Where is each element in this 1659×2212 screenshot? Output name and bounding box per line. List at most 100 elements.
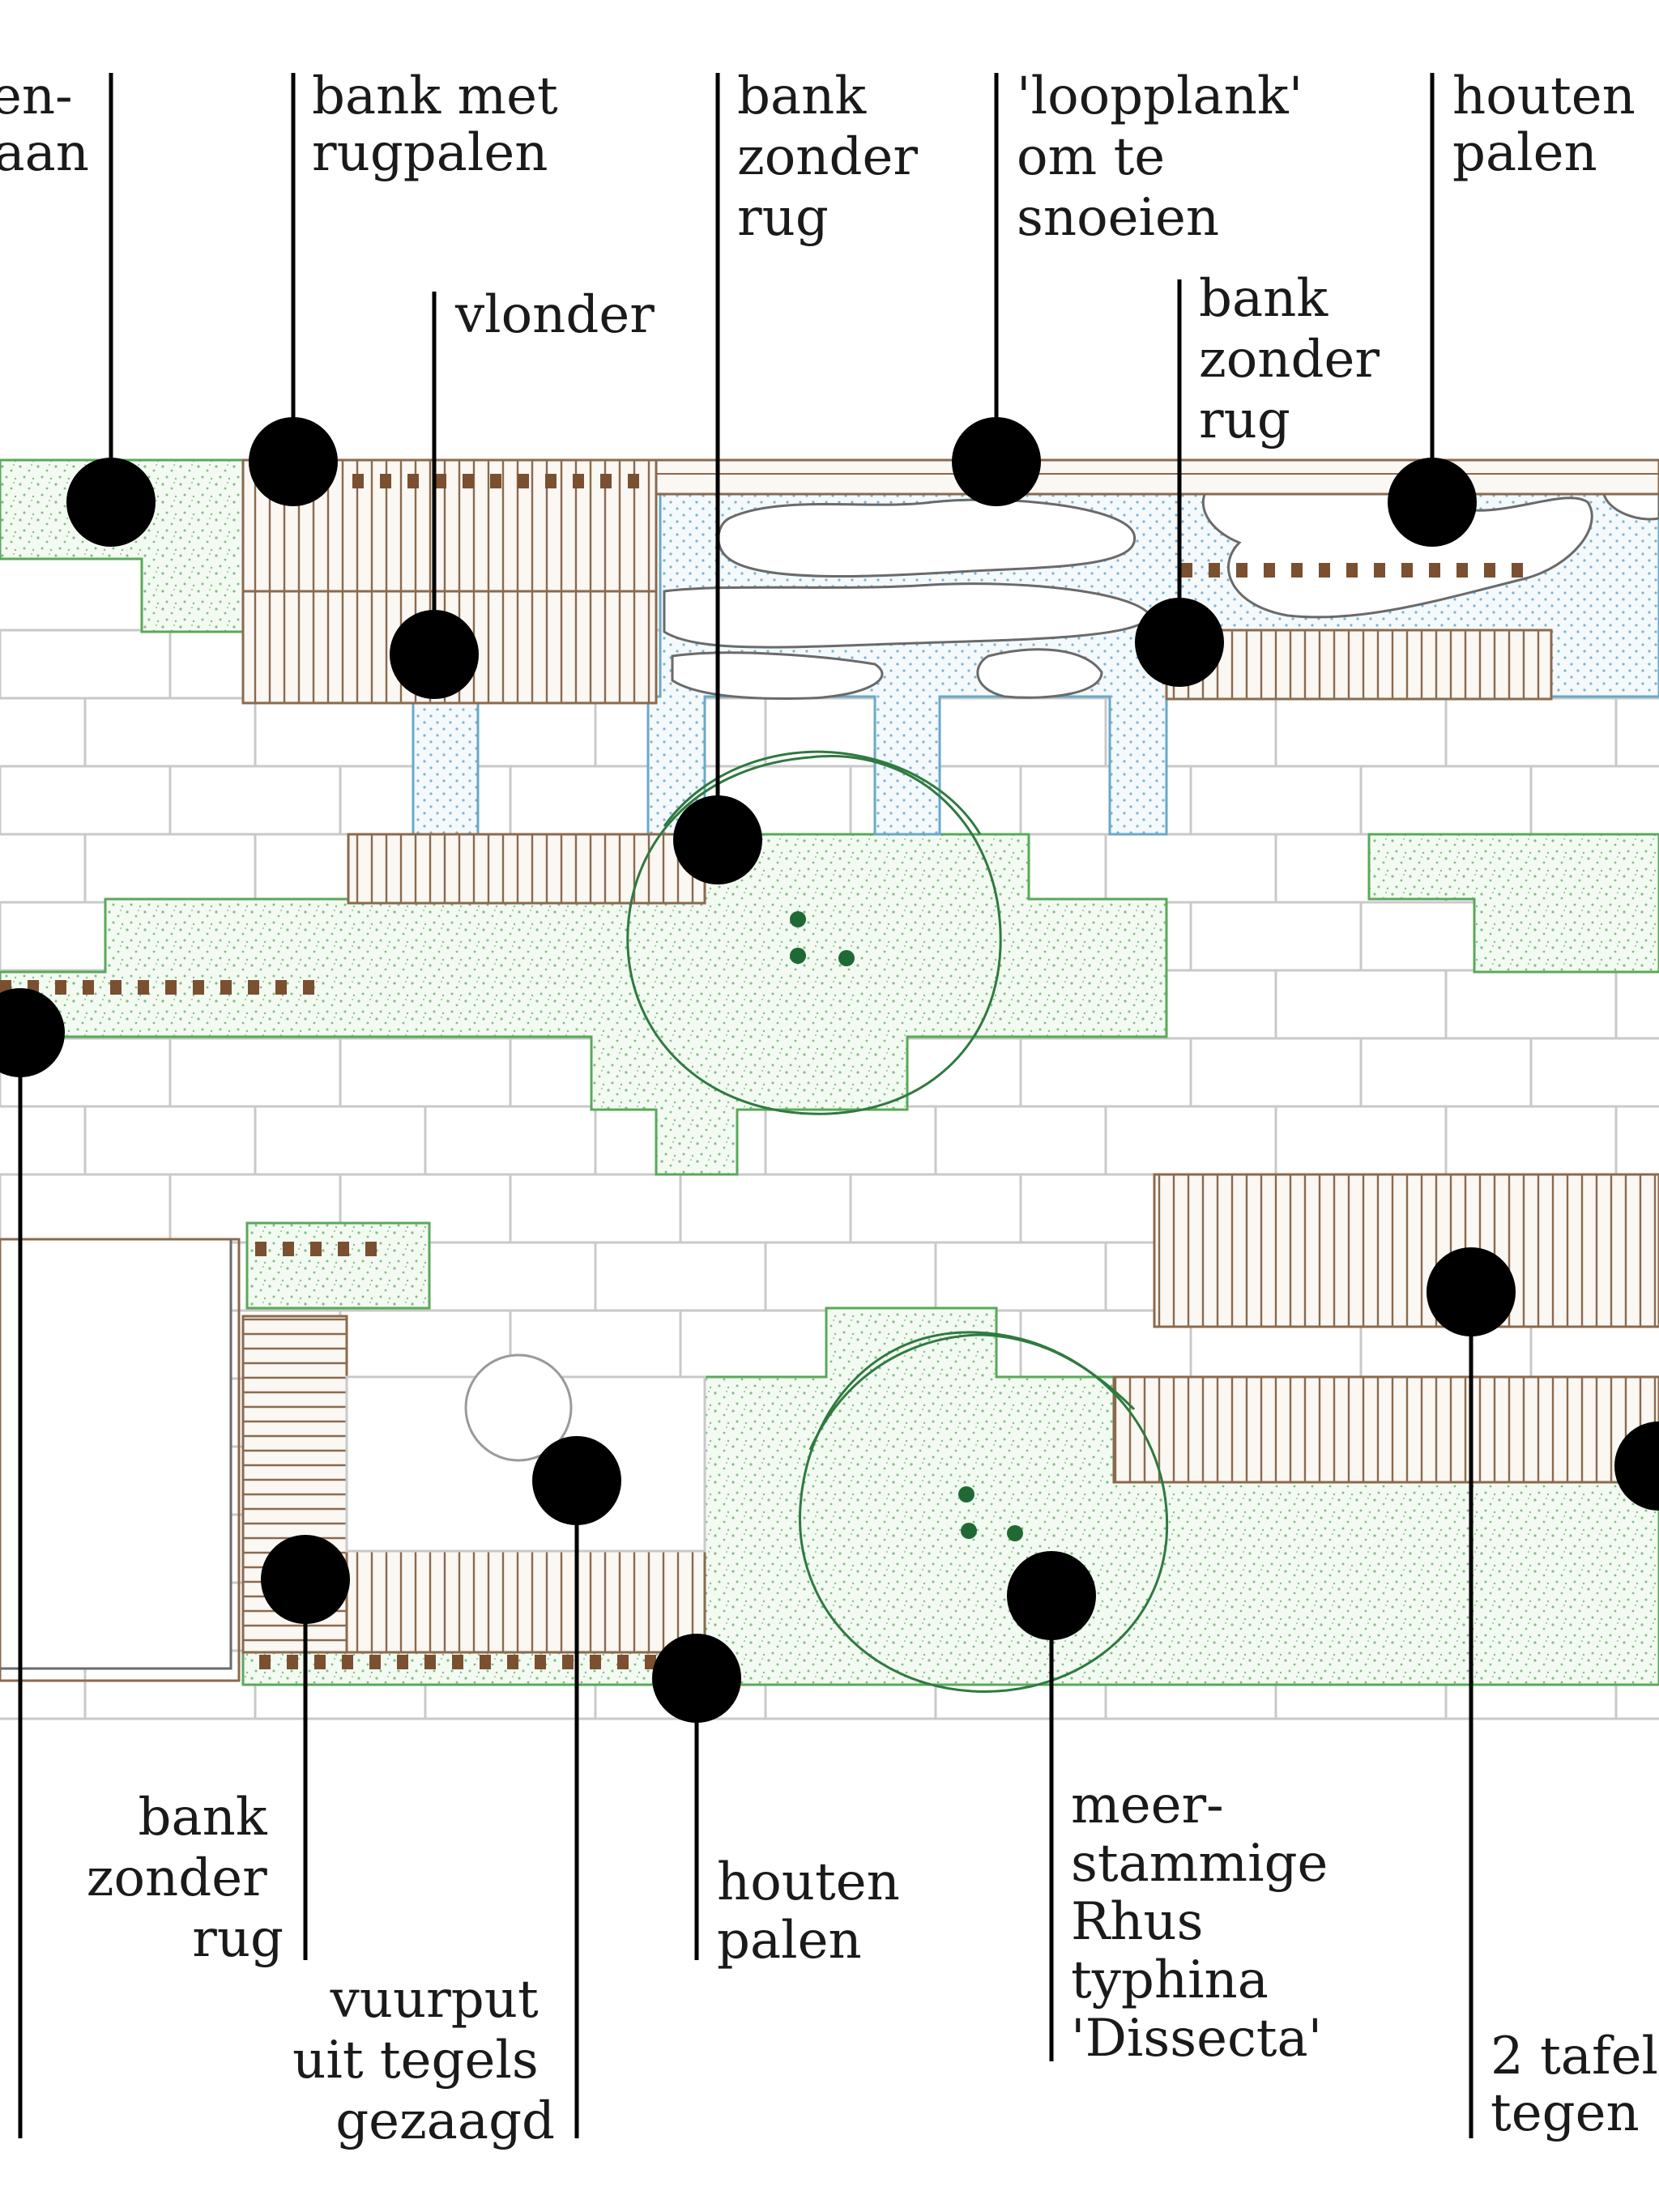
- callout-leaders: [0, 73, 1659, 2138]
- wooden-post: [1209, 563, 1220, 578]
- paving-tile: [934, 1105, 1107, 1176]
- callout-dot: [652, 1634, 741, 1723]
- paving-tile: [764, 1241, 937, 1312]
- paving-tile: [424, 1105, 597, 1176]
- wooden-post: [314, 1655, 326, 1669]
- wooden-post: [1456, 563, 1468, 578]
- paving-tile: [509, 1173, 682, 1244]
- wooden-post: [259, 1655, 271, 1669]
- wooden-post: [275, 980, 287, 995]
- paving-tile: [1444, 697, 1618, 768]
- wooden-post: [1291, 563, 1303, 578]
- labels-bottom: bank zonder rug vuurput uit tegels gezaa…: [87, 1775, 1658, 2151]
- callout-dot: [249, 417, 338, 506]
- paving-tile: [679, 1173, 852, 1244]
- paving-tile: [1274, 1105, 1448, 1176]
- label-loopplank: 'loopplank' om te snoeien: [1017, 66, 1320, 248]
- label-bank-met-rugpalen: bank met rugpalen: [312, 66, 574, 183]
- paving-tile: [1019, 1037, 1192, 1108]
- wooden-post: [1512, 563, 1523, 578]
- fire-pit: [345, 1353, 706, 1553]
- callout-dot: [0, 988, 65, 1077]
- callout-dot: [952, 417, 1041, 506]
- label-houten-palen-1: houten palen: [1452, 66, 1652, 183]
- paving-tile: [0, 629, 172, 700]
- wooden-post: [287, 1655, 298, 1669]
- paving-tile: [1529, 765, 1659, 836]
- label-bank-zonder-rug-1: bank zonder rug: [737, 66, 934, 248]
- trees: [626, 750, 1169, 1693]
- callout-dot: [261, 1535, 350, 1624]
- wooden-post: [535, 1655, 546, 1669]
- paving-tile: [1614, 697, 1659, 768]
- planting-bed-right: [1367, 833, 1659, 974]
- stepping-stone: [671, 651, 884, 700]
- label-vuurput: vuurput uit tegels gezaagd: [292, 1970, 555, 2151]
- paving-tile: [1614, 1105, 1659, 1176]
- paving-tile: [934, 1241, 1107, 1312]
- paving-tile: [1274, 969, 1448, 1040]
- paving-tile: [83, 833, 257, 904]
- paving-tile: [168, 1037, 342, 1108]
- label-houten-palen-2: houten palen: [717, 1852, 916, 1971]
- tree-trunk: [961, 1523, 977, 1539]
- paving-tile: [1614, 969, 1659, 1040]
- paving-tile: [1189, 901, 1363, 972]
- wooden-post: [1346, 563, 1358, 578]
- paving-tile: [83, 697, 257, 768]
- wooden-post: [562, 1655, 574, 1669]
- callout-dot: [532, 1436, 621, 1525]
- paving-tile: [168, 765, 342, 836]
- wooden-post: [424, 1655, 436, 1669]
- labels-top: ten- aan bank met rugpalen vlonder bank …: [0, 66, 1652, 450]
- paving-tile: [1104, 1105, 1277, 1176]
- paving-tile: [1104, 833, 1277, 904]
- callout-dot: [1007, 1551, 1096, 1640]
- paving-tile: [0, 1173, 172, 1244]
- wooden-post: [617, 1655, 629, 1669]
- paving-tile: [849, 1173, 1022, 1244]
- wooden-post: [545, 474, 557, 488]
- wooden-post: [338, 1242, 349, 1256]
- callout-dot: [1388, 458, 1477, 547]
- wooden-post: [480, 1655, 491, 1669]
- wooden-post: [303, 980, 314, 995]
- wooden-post: [463, 474, 474, 488]
- wooden-post: [645, 1655, 656, 1669]
- wooden-post: [518, 474, 529, 488]
- wooden-post: [138, 980, 149, 995]
- paving-tile: [764, 1105, 937, 1176]
- tree-trunk: [958, 1486, 975, 1502]
- callout-dot: [1427, 1247, 1516, 1336]
- callout-dot: [390, 610, 479, 699]
- wooden-post: [397, 1655, 408, 1669]
- tree-trunk: [838, 950, 855, 966]
- wooden-post: [507, 1655, 518, 1669]
- wooden-post: [452, 1655, 463, 1669]
- wooden-post: [1264, 563, 1275, 578]
- paving-tile: [594, 1241, 767, 1312]
- paving-tile: [1189, 765, 1363, 836]
- wooden-post: [248, 980, 259, 995]
- boardwalk-edge: [655, 458, 1659, 496]
- wooden-post: [310, 1242, 322, 1256]
- label-partial-top-left: ten- aan: [0, 66, 89, 183]
- label-bank-zonder-rug-3: bank zonder rug: [87, 1788, 284, 1969]
- paving-tile: [934, 697, 1107, 768]
- paving-tile: [1189, 1037, 1363, 1108]
- wooden-post: [352, 474, 364, 488]
- paving-tile: [424, 1241, 597, 1312]
- paving-tile: [1444, 969, 1618, 1040]
- callout-dot: [1135, 598, 1224, 687]
- callout-dot: [66, 458, 156, 547]
- wooden-post: [435, 474, 446, 488]
- stepping-stone: [717, 498, 1136, 578]
- paving-tile: [1444, 1105, 1618, 1176]
- bench-bottom: [345, 1549, 706, 1654]
- paving-tile: [1274, 697, 1448, 768]
- wooden-post: [600, 474, 612, 488]
- wooden-post: [83, 980, 94, 995]
- planting-bed-small: [245, 1221, 431, 1310]
- wooden-post: [590, 1655, 601, 1669]
